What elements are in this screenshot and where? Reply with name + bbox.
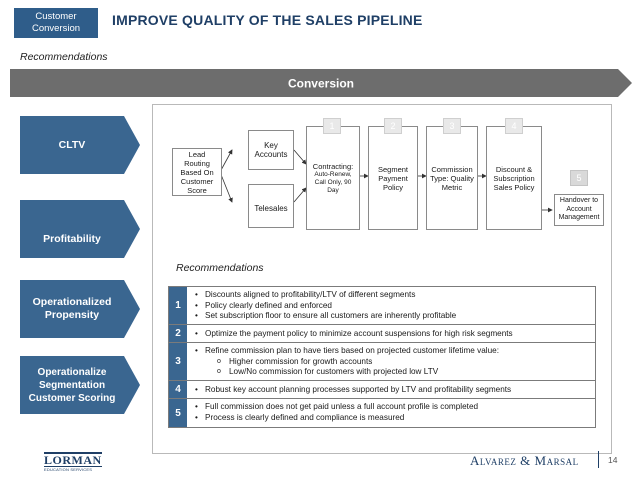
row-number: 4 <box>169 381 187 398</box>
row-number: 5 <box>169 399 187 427</box>
lorman-logo: LORMAN EDUCATION SERVICES <box>44 452 102 472</box>
discount-subscription-box: Discount & Subscription Sales Policy <box>486 126 542 230</box>
segment-payment-box: Segment Payment Policy <box>368 126 418 230</box>
contracting-detail: Auto-Renew, Call Only, 90 Day <box>314 170 352 194</box>
pillar-cltv-label: CLTV <box>58 138 86 151</box>
key-accounts-box: Key Accounts <box>248 130 294 170</box>
handover-box: Handover to Account Management <box>554 194 604 226</box>
lorman-logo-subtext: EDUCATION SERVICES <box>44 467 93 472</box>
row-number: 3 <box>169 343 187 380</box>
list-item: Full commission does not get paid unless… <box>195 402 587 413</box>
row-content: Refine commission plan to have tiers bas… <box>187 343 595 380</box>
section-badge: Customer Conversion <box>14 8 98 38</box>
pillar-op-segmentation: Operationalize Segmentation Customer Sco… <box>20 356 140 414</box>
step-5-badge: 5 <box>570 170 588 186</box>
recommendations-heading-mid: Recommendations <box>176 262 264 274</box>
commission-type-box: Commission Type: Quality Metric <box>426 126 478 230</box>
row-content: Full commission does not get paid unless… <box>187 399 595 427</box>
table-row: 3 Refine commission plan to have tiers b… <box>169 343 595 381</box>
step-2-badge: 2 <box>384 118 402 134</box>
step-4-badge: 4 <box>505 118 523 134</box>
list-item: Policy clearly defined and enforced <box>195 301 587 312</box>
flow-connectors <box>219 149 553 213</box>
recommendations-table: 1 Discounts aligned to profitability/LTV… <box>168 286 596 428</box>
list-item: Robust key account planning processes su… <box>195 385 587 396</box>
list-item: Set subscription floor to ensure all cus… <box>195 311 587 322</box>
page-title: IMPROVE QUALITY OF THE SALES PIPELINE <box>112 12 423 28</box>
lorman-logo-text: LORMAN <box>44 452 102 467</box>
table-row: 2 Optimize the payment policy to minimiz… <box>169 325 595 343</box>
pillar-op-propensity: Operationalized Propensity <box>20 280 140 338</box>
footer-divider <box>598 451 599 468</box>
pillar-op-segmentation-label: Operationalize Segmentation Customer Sco… <box>28 366 116 404</box>
table-row: 5 Full commission does not get paid unle… <box>169 399 595 427</box>
row-content: Optimize the payment policy to minimize … <box>187 325 595 342</box>
row-number: 1 <box>169 287 187 324</box>
list-subitem: Low/No commission for customers with pro… <box>195 367 587 378</box>
page-number: 14 <box>608 455 618 465</box>
step-3-badge: 3 <box>443 118 461 134</box>
recommendations-heading-top: Recommendations <box>20 51 108 63</box>
list-subitem: Higher commission for growth accounts <box>195 357 587 368</box>
step-1-badge: 1 <box>323 118 341 134</box>
conversion-banner: Conversion <box>10 69 632 97</box>
list-item: Process is clearly defined and complianc… <box>195 413 587 424</box>
pillar-cltv: CLTV <box>20 116 140 174</box>
alvarez-marsal-logo: Alvarez & Marsal <box>470 453 579 468</box>
pillar-op-propensity-label: Operationalized Propensity <box>32 296 112 321</box>
banner-label: Conversion <box>288 77 354 91</box>
row-content: Robust key account planning processes su… <box>187 381 595 398</box>
pillar-profitability-label: Profitability <box>43 232 101 245</box>
contracting-box: Contracting: Auto-Renew, Call Only, 90 D… <box>306 126 360 230</box>
contracting-title: Contracting: <box>312 161 354 171</box>
list-item: Optimize the payment policy to minimize … <box>195 329 587 340</box>
table-row: 1 Discounts aligned to profitability/LTV… <box>169 287 595 325</box>
lead-routing-box: Lead Routing Based On Customer Score <box>172 148 222 196</box>
telesales-box: Telesales <box>248 184 294 228</box>
list-item: Refine commission plan to have tiers bas… <box>195 346 587 357</box>
pillar-profitability: Profitability <box>20 200 140 258</box>
list-item: Discounts aligned to profitability/LTV o… <box>195 290 587 301</box>
table-row: 4 Robust key account planning processes … <box>169 381 595 399</box>
row-content: Discounts aligned to profitability/LTV o… <box>187 287 595 324</box>
row-number: 2 <box>169 325 187 342</box>
